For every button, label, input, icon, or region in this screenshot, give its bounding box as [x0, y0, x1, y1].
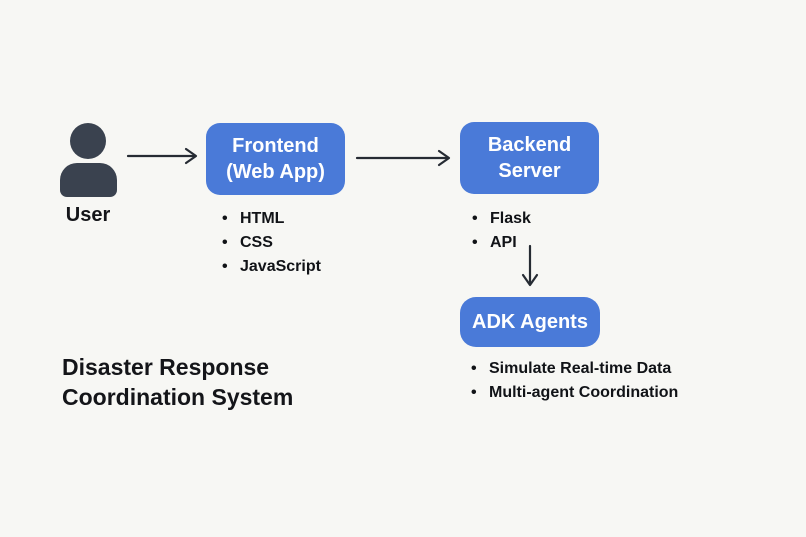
node-backend: Backend Server	[460, 122, 599, 194]
bullet-dot-icon: •	[222, 210, 228, 227]
node-frontend-title-line1: Frontend	[232, 135, 319, 157]
user-icon-torso	[60, 163, 117, 197]
user-icon-head	[70, 123, 106, 159]
frontend-bullet-list: • HTML • CSS • JavaScript	[222, 207, 321, 279]
list-item: • JavaScript	[222, 255, 321, 279]
bullet-dot-icon: •	[222, 234, 228, 251]
list-item-label: Flask	[490, 210, 531, 227]
node-backend-title-line2: Server	[498, 160, 561, 182]
list-item-label: CSS	[240, 234, 273, 251]
diagram-title: Disaster Response Coordination System	[62, 352, 293, 412]
bullet-dot-icon: •	[471, 360, 477, 377]
node-adk-title: ADK Agents	[472, 311, 588, 333]
user-icon	[58, 122, 118, 198]
user-label: User	[65, 204, 111, 226]
bullet-dot-icon: •	[471, 384, 477, 401]
bullet-dot-icon: •	[472, 210, 478, 227]
diagram-title-line2: Coordination System	[62, 384, 294, 410]
list-item: • HTML	[222, 207, 321, 231]
list-item: • Simulate Real-time Data	[471, 357, 678, 381]
list-item-label: Simulate Real-time Data	[489, 360, 672, 377]
arrow-user-to-frontend	[126, 147, 198, 165]
bullet-dot-icon: •	[222, 258, 228, 275]
node-frontend-title-line2: (Web App)	[226, 161, 325, 183]
list-item: • Multi-agent Coordination	[471, 381, 678, 405]
list-item: • CSS	[222, 231, 321, 255]
node-adk-agents: ADK Agents	[460, 297, 600, 347]
backend-bullet-list: • Flask • API	[472, 207, 531, 255]
list-item: • Flask	[472, 207, 531, 231]
list-item-label: API	[490, 234, 517, 251]
list-item: • API	[472, 231, 531, 255]
list-item-label: HTML	[240, 210, 285, 227]
node-backend-title-line1: Backend	[487, 134, 572, 156]
adk-bullet-list: • Simulate Real-time Data • Multi-agent …	[471, 357, 678, 405]
list-item-label: JavaScript	[240, 258, 321, 275]
list-item-label: Multi-agent Coordination	[489, 384, 679, 401]
bullet-dot-icon: •	[472, 234, 478, 251]
arrow-frontend-to-backend	[355, 149, 451, 167]
diagram-title-line1: Disaster Response	[62, 354, 270, 380]
node-frontend: Frontend (Web App)	[206, 123, 345, 195]
